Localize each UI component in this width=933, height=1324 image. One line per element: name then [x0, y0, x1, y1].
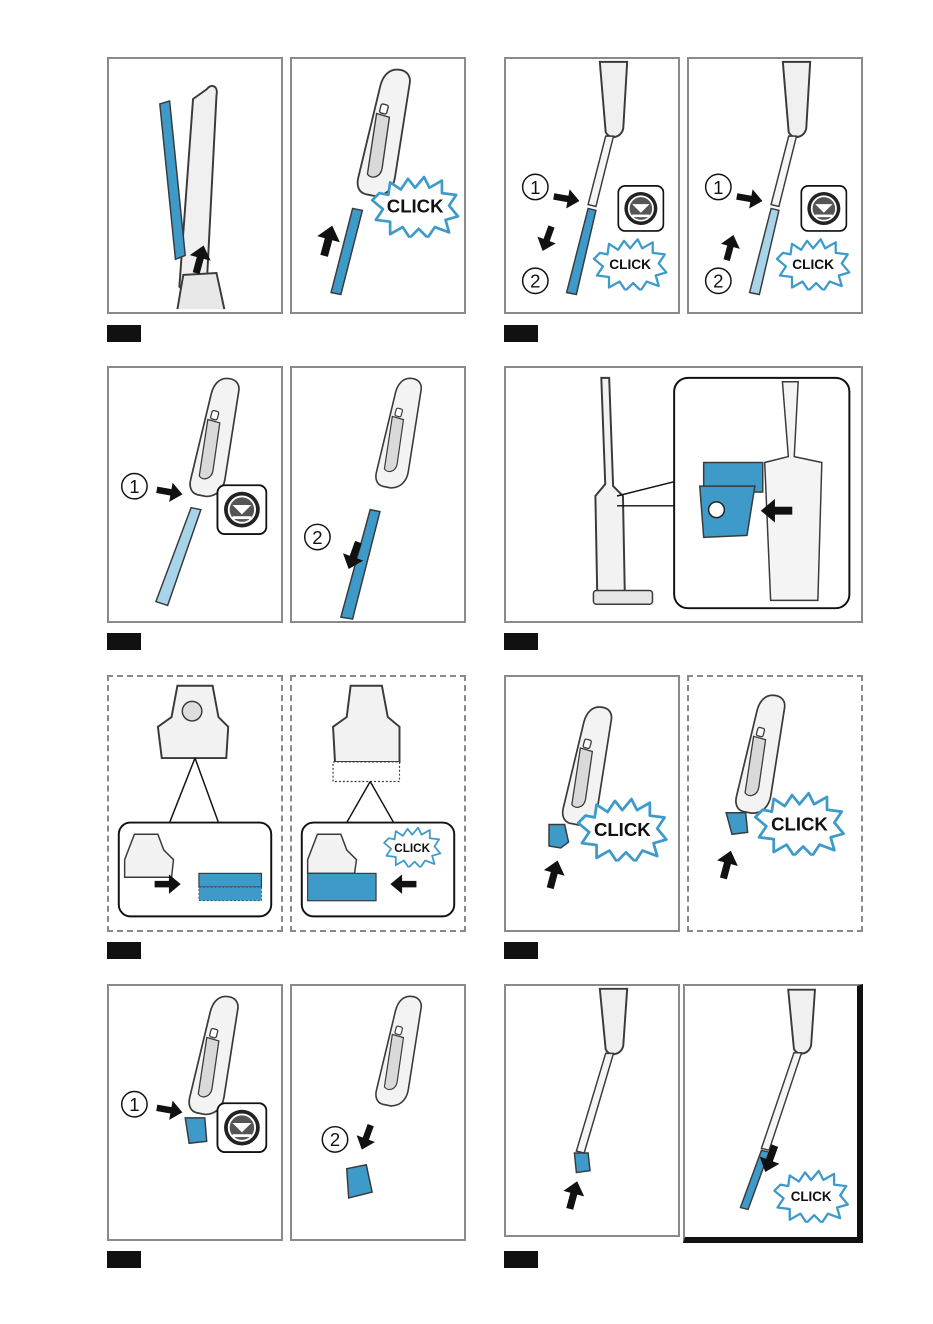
figure-label — [504, 1251, 538, 1268]
figure-panel-brush-insert — [107, 675, 283, 932]
figure-label — [107, 633, 141, 650]
figure-panel-brush-click: CLICK — [290, 675, 466, 932]
click-label: CLICK — [609, 257, 651, 272]
click-label: CLICK — [791, 1189, 832, 1204]
step-one-number: 1 — [129, 1094, 139, 1115]
step-two-number: 2 — [713, 271, 723, 292]
figure-panel-attach-brush-base — [504, 366, 863, 623]
figure-panel-tube-click: CLICK — [290, 57, 466, 314]
step-two-number: 2 — [312, 527, 322, 548]
release-button-icon — [618, 186, 663, 231]
release-button-icon — [217, 485, 266, 534]
figure-label — [504, 325, 538, 342]
figure-panel-attach-nozzle: CLICK — [504, 675, 680, 932]
figure-panel-attach-nozzle-dashed: CLICK — [687, 675, 863, 932]
click-label: CLICK — [387, 195, 444, 216]
figure-panel-release-nozzle: 1 — [107, 984, 283, 1241]
figure-panel-tube-align — [107, 57, 283, 314]
figure-panel-release-tube-2: 1 2 CLICK — [687, 57, 863, 314]
click-label: CLICK — [771, 813, 828, 834]
figure-label — [107, 1251, 141, 1268]
figure-label — [107, 942, 141, 959]
click-label: CLICK — [792, 257, 834, 272]
click-label: CLICK — [394, 842, 430, 855]
release-button-icon — [217, 1103, 266, 1152]
step-one-number: 1 — [713, 177, 723, 198]
release-button-icon — [801, 186, 846, 231]
figure-panel-nozzle-tube-click: CLICK — [683, 984, 863, 1243]
figure-label — [107, 325, 141, 342]
step-two-number: 2 — [530, 271, 540, 292]
figure-label — [504, 633, 538, 650]
figure-label — [504, 942, 538, 959]
figure-panel-remove-tube: 2 — [290, 366, 466, 623]
step-one-number: 1 — [129, 476, 139, 497]
step-one-number: 1 — [530, 177, 540, 198]
step-two-number: 2 — [330, 1129, 340, 1150]
figure-panel-release-handle: 1 — [107, 366, 283, 623]
figure-panel-attach-nozzle-tube — [504, 984, 680, 1237]
click-label: CLICK — [594, 819, 651, 840]
figure-panel-release-tube-1: 1 2 CLICK — [504, 57, 680, 314]
figure-panel-remove-nozzle: 2 — [290, 984, 466, 1241]
